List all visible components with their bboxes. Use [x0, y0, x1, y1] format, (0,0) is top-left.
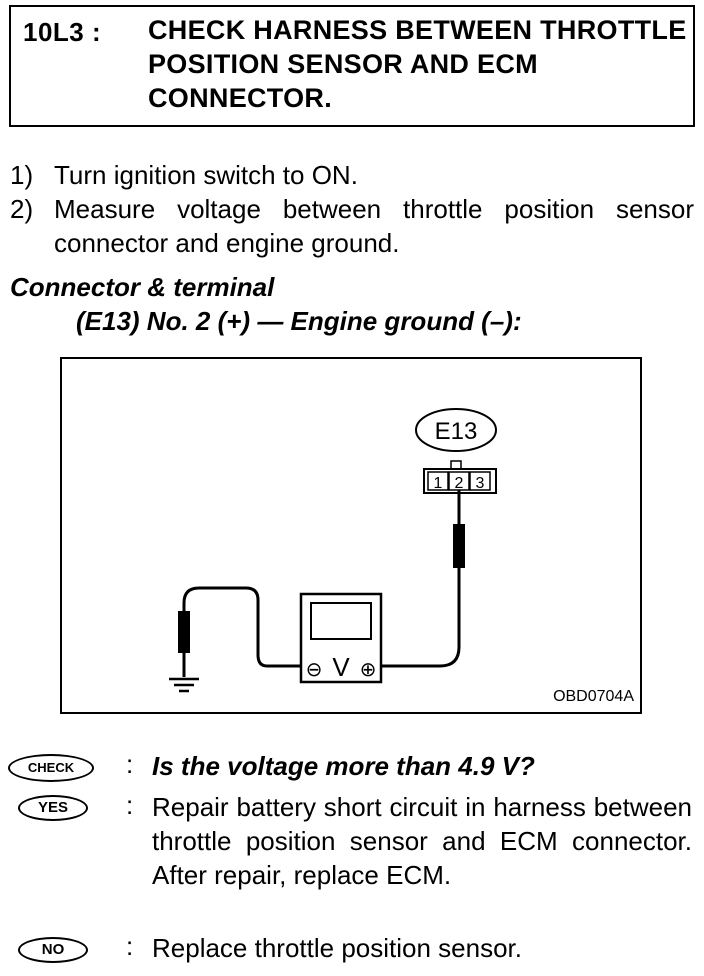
colon: : — [126, 790, 134, 820]
check-badge: CHECK — [8, 754, 94, 782]
pin-label: 3 — [476, 475, 485, 492]
pin-box — [469, 471, 491, 491]
negative-lead — [182, 586, 301, 677]
voltmeter-symbol: V — [332, 652, 350, 682]
step-title: CHECK HARNESS BETWEEN THROTTLE POSITION … — [148, 15, 687, 113]
colon: : — [126, 931, 134, 961]
yes-badge: YES — [18, 795, 88, 821]
step-item: 1) Turn ignition switch to ON. — [10, 158, 694, 192]
yes-action: Repair battery short circuit in harness … — [152, 792, 692, 890]
connector-heading: Connector & terminal — [10, 272, 275, 302]
pin-label: 1 — [434, 475, 443, 492]
no-badge: NO — [18, 937, 88, 963]
pin-box — [427, 471, 449, 491]
no-action: Replace throttle position sensor. — [152, 933, 522, 963]
positive-probe — [453, 524, 465, 568]
colon: : — [126, 749, 134, 779]
step-text: Turn ignition switch to ON. — [54, 160, 358, 190]
step-number: 2) — [10, 194, 34, 224]
check-question: Is the voltage more than 4.9 V? — [152, 751, 535, 781]
wiring-diagram-svg: E13 1 2 3 V ⊖ ⊕ — [169, 408, 497, 693]
step-text: Measure voltage between throttle positio… — [54, 194, 694, 258]
step-item: 2) Measure voltage between throttle posi… — [10, 192, 694, 260]
pin-label: 2 — [455, 475, 464, 492]
figure-id: OBD0704A — [553, 688, 634, 705]
procedure-steps: 1) Turn ignition switch to ON. 2) Measur… — [10, 158, 694, 260]
connector-latch — [450, 460, 462, 470]
step-number: 1) — [10, 160, 34, 190]
connector-label-ellipse — [415, 408, 497, 452]
wiring-diagram: E13 1 2 3 V ⊖ ⊕ OBD0704A — [60, 357, 642, 714]
step-code: 10L3 : — [23, 17, 102, 47]
minus-terminal: ⊖ — [306, 657, 323, 681]
connector-label: E13 — [435, 418, 478, 445]
step-header-box: 10L3 : CHECK HARNESS BETWEEN THROTTLE PO… — [9, 5, 695, 127]
positive-lead — [372, 490, 461, 668]
plus-terminal: ⊕ — [360, 657, 377, 681]
connector-spec: (E13) No. 2 (+) — Engine ground (–): — [76, 306, 522, 336]
negative-probe — [178, 611, 190, 653]
voltmeter-display — [310, 602, 372, 640]
